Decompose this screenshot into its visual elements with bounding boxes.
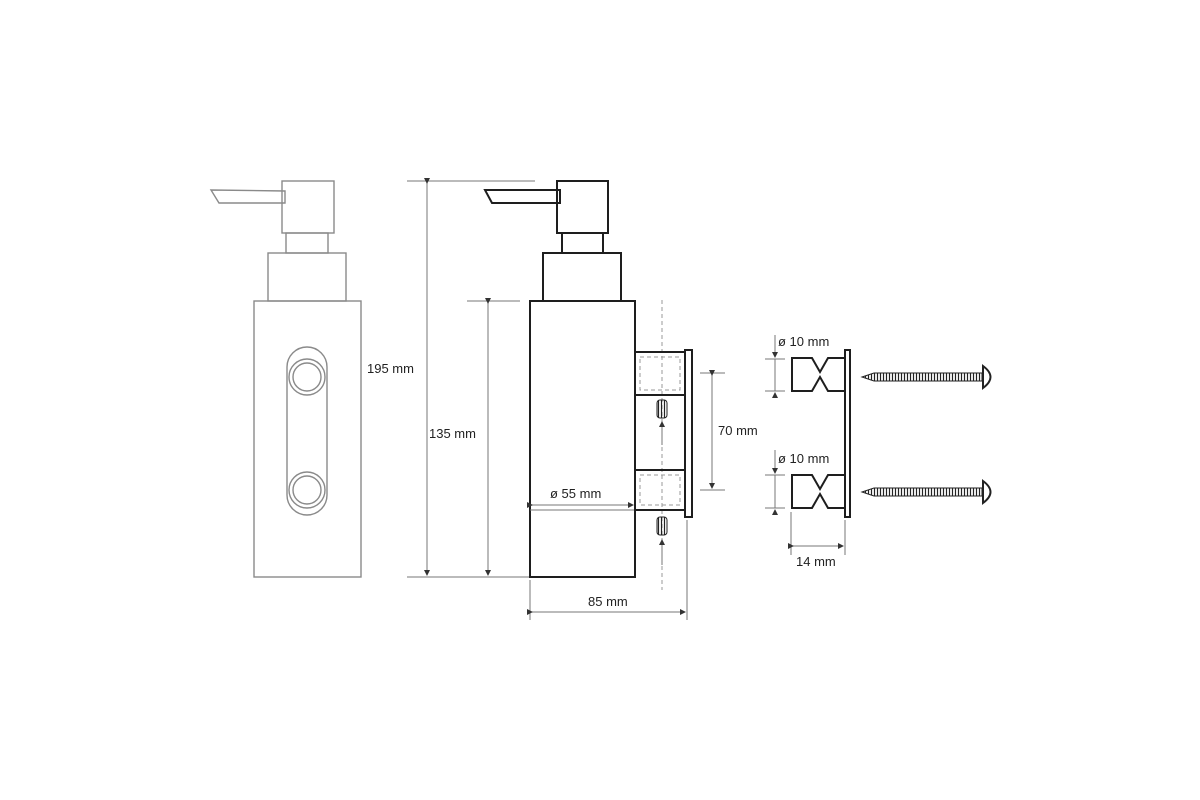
- wall-anchors: [765, 335, 851, 555]
- pump-neck: [561, 232, 604, 254]
- wall-plate: [684, 349, 693, 518]
- body: [253, 300, 362, 578]
- side-view: [483, 180, 693, 590]
- pump-neck: [285, 232, 329, 254]
- label-total-depth: 85 mm: [588, 594, 628, 609]
- collar: [267, 252, 347, 302]
- dimension-lines: [527, 370, 725, 620]
- pump-head: [281, 180, 335, 234]
- pump-spout: [209, 189, 286, 204]
- anchor-top: [791, 357, 846, 392]
- label-total-height: 195 mm: [367, 361, 414, 376]
- mount-hole-bottom-inner: [292, 475, 322, 505]
- mount-slot: [286, 346, 328, 516]
- mount-hole-top-inner: [292, 362, 322, 392]
- set-screw-top: [656, 399, 668, 419]
- pump-spout: [483, 189, 561, 204]
- bracket-block-bottom: [634, 469, 686, 511]
- label-body-height: 135 mm: [429, 426, 476, 441]
- label-anchor-diameter-bottom: ø 10 mm: [778, 451, 829, 466]
- label-anchor-length: 14 mm: [796, 554, 836, 569]
- height-dimensions: [407, 178, 535, 578]
- body: [529, 300, 636, 578]
- screw-bottom: [860, 479, 992, 505]
- front-view: [209, 180, 362, 578]
- pump-head: [556, 180, 609, 234]
- set-screw-bottom: [656, 516, 668, 536]
- screw-top: [860, 364, 992, 390]
- anchor-bottom: [791, 474, 846, 509]
- mount-hole-bottom: [288, 471, 326, 509]
- label-body-diameter: ø 55 mm: [550, 486, 601, 501]
- collar: [542, 252, 622, 302]
- mount-hole-top: [288, 358, 326, 396]
- label-anchor-diameter-top: ø 10 mm: [778, 334, 829, 349]
- label-mount-spacing: 70 mm: [718, 423, 758, 438]
- anchor-plate: [844, 349, 851, 518]
- bracket-block-top: [634, 351, 686, 396]
